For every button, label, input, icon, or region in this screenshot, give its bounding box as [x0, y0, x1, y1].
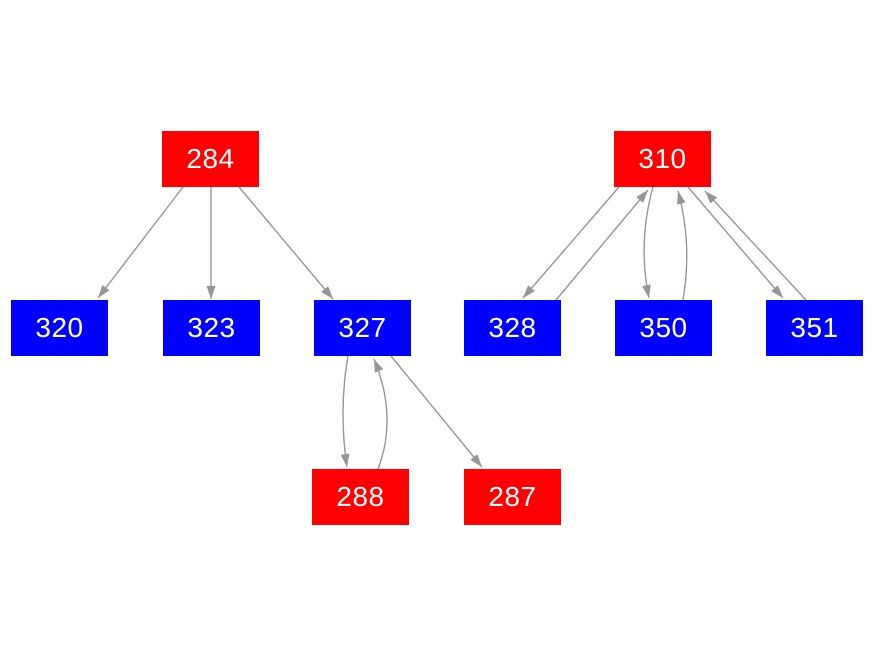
node-310: 310: [614, 131, 711, 187]
edge-284-320: [97, 186, 184, 299]
node-350: 350: [615, 300, 712, 356]
node-323: 323: [163, 300, 260, 356]
node-320: 320: [11, 300, 108, 356]
node-327: 327: [314, 300, 411, 356]
node-287: 287: [464, 469, 561, 525]
node-351: 351: [766, 300, 863, 356]
edge-351-310: [704, 190, 807, 301]
edge-328-310: [555, 189, 649, 301]
edge-327-288: [340, 355, 350, 468]
node-328: 328: [464, 300, 561, 356]
edge-284-327: [238, 186, 334, 300]
edge-288-327: [373, 358, 388, 470]
edge-310-351: [687, 186, 784, 299]
edge-310-328: [522, 186, 620, 299]
node-288: 288: [312, 469, 409, 525]
node-284: 284: [162, 131, 259, 187]
edge-327-287: [390, 355, 483, 468]
edge-350-310: [677, 190, 688, 301]
edge-310-350: [641, 186, 654, 299]
